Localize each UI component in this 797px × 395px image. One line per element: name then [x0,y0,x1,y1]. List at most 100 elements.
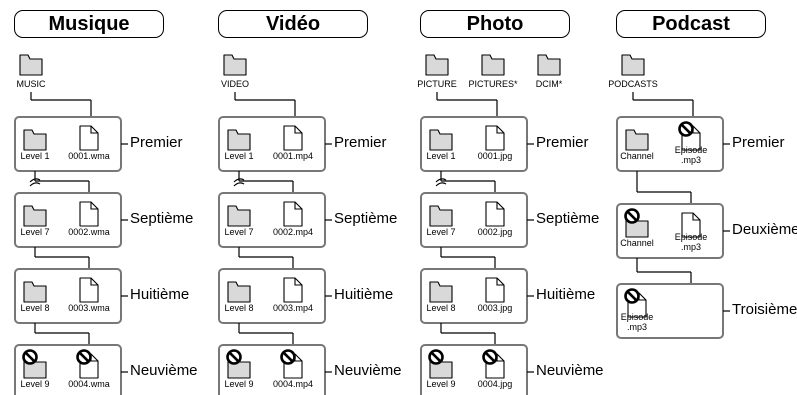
file-shape [485,201,505,227]
folder-shape [227,281,251,303]
skip-wave [435,182,447,187]
no-access-icon [76,349,92,365]
folder-shape [23,205,47,227]
no-access-icon [226,349,242,365]
no-access-icon [624,208,640,224]
folder-icon [19,54,43,76]
no-access-icon [428,349,444,365]
folder-icon [227,205,251,227]
folder-shape [621,54,645,76]
level-label: Huitième [334,286,394,303]
file-corner [90,202,98,210]
level-label: Deuxième [732,221,797,238]
folder-label: Level 8 [224,303,254,313]
folder-shape [223,54,247,76]
file-icon [485,277,505,303]
folder-shape [429,129,453,151]
no-access-slash [78,351,90,363]
folder-shape [429,281,453,303]
folder-shape [481,54,505,76]
skip-wave [233,182,245,187]
folder-shape [425,54,449,76]
no-access-slash [282,351,294,363]
level-label: Huitième [536,286,596,303]
file-label: Episode .mp3 [674,232,708,252]
file-corner [692,213,700,221]
folder-label: Level 9 [224,379,254,389]
file-label: 0004.mp4 [272,379,314,389]
file-label: 0003.jpg [477,303,513,313]
folder-icon [625,129,649,151]
folder-shape [625,129,649,151]
level-label: Premier [334,134,387,151]
no-access-icon [482,349,498,365]
no-access-slash [680,123,692,135]
folder-label: Level 7 [20,227,50,237]
level-label: Septième [130,210,194,227]
root-folder-label: PICTURES* [468,79,518,89]
level-label: Troisième [732,301,797,318]
column-header: Musique [14,10,164,38]
root-folder-label: VIDEO [220,79,249,89]
file-icon [79,277,99,303]
no-access-slash [626,290,638,302]
file-label: Episode .mp3 [620,312,654,332]
file-label: 0001.mp4 [272,151,314,161]
folder-icon [537,54,561,76]
folder-icon [481,54,505,76]
file-corner [294,126,302,134]
folder-label: Level 1 [426,151,456,161]
folder-icon [425,54,449,76]
file-label: Episode .mp3 [674,145,708,165]
file-label: 0002.jpg [477,227,513,237]
file-label: 0001.jpg [477,151,513,161]
folder-label: Level 8 [20,303,50,313]
folder-icon [23,129,47,151]
file-icon [485,201,505,227]
no-access-icon [678,121,694,137]
folder-label: Level 9 [426,379,456,389]
folder-shape [19,54,43,76]
root-folder-label: PICTURE [417,79,457,89]
folder-shape [537,54,561,76]
no-access-slash [626,210,638,222]
folder-shape [227,129,251,151]
level-label: Septième [536,210,600,227]
folder-icon [429,281,453,303]
folder-shape [429,205,453,227]
file-shape [79,201,99,227]
file-label: 0004.wma [68,379,110,389]
folder-label: Level 1 [224,151,254,161]
folder-label: Channel [620,151,654,161]
file-shape [283,201,303,227]
file-corner [90,278,98,286]
file-shape [283,277,303,303]
folder-label: Channel [620,238,654,248]
file-icon [283,277,303,303]
file-icon [283,201,303,227]
folder-label: Level 1 [20,151,50,161]
file-corner [496,278,504,286]
file-icon [681,212,701,238]
folder-icon [23,281,47,303]
file-shape [79,277,99,303]
folder-icon [227,281,251,303]
skip-levels-icon [233,178,245,187]
skip-wave [29,182,41,187]
file-label: 0002.mp4 [272,227,314,237]
column-header: Podcast [616,10,766,38]
file-shape [681,212,701,238]
skip-levels-icon [435,178,447,187]
folder-label: Level 9 [20,379,50,389]
file-label: 0004.jpg [477,379,513,389]
root-folder-label: DCIM* [535,79,563,89]
level-label: Neuvième [130,362,198,379]
file-corner [90,126,98,134]
folder-icon [227,129,251,151]
file-icon [79,201,99,227]
folder-shape [227,205,251,227]
no-access-icon [22,349,38,365]
folder-label: Level 7 [224,227,254,237]
file-corner [294,278,302,286]
folder-label: Level 7 [426,227,456,237]
